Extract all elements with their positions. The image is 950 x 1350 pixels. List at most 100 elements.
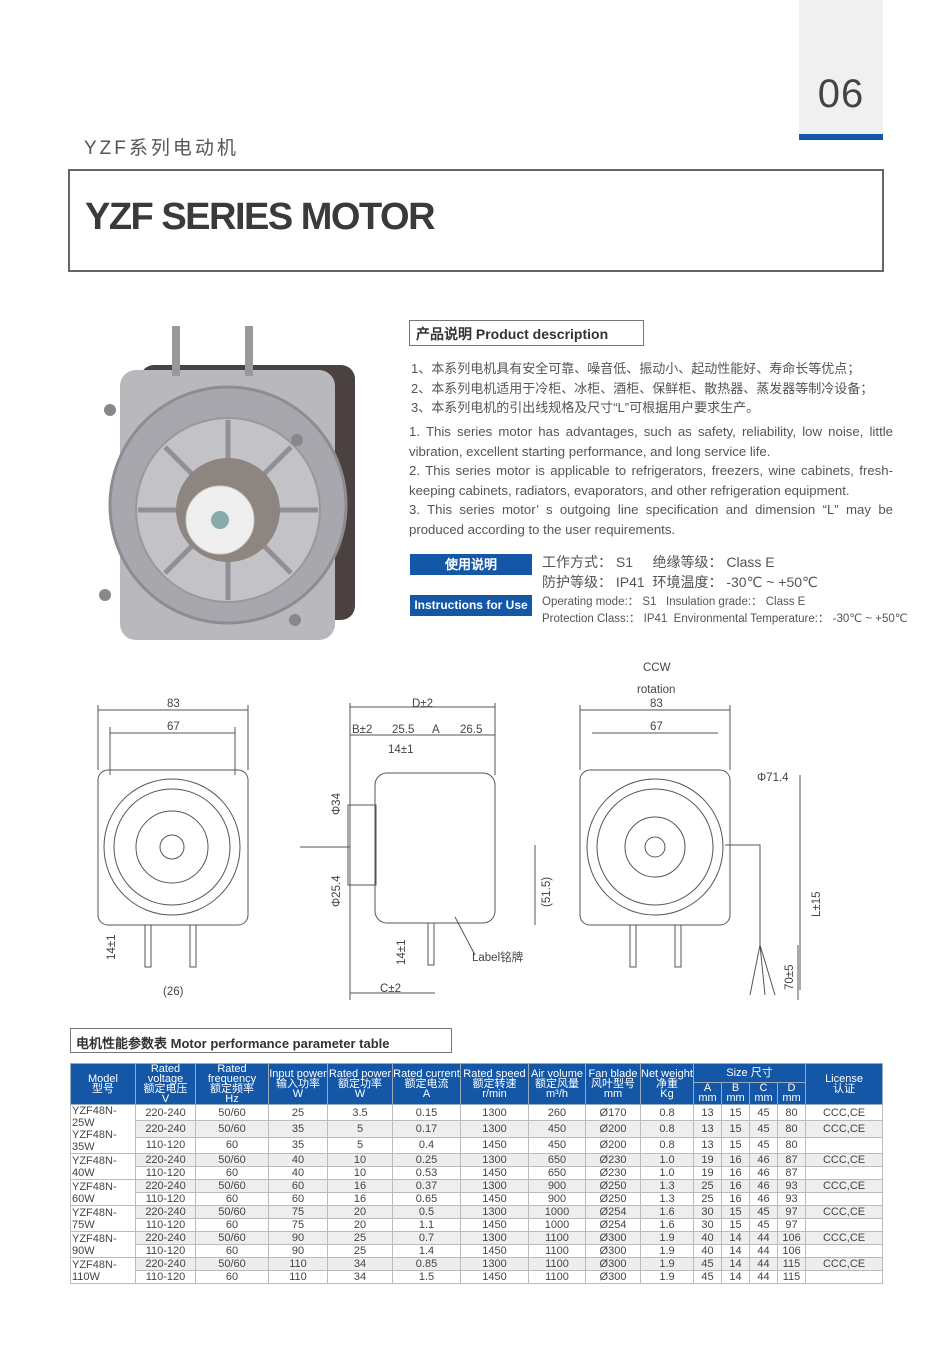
table-cell: 93 <box>776 1192 807 1206</box>
table-cell: 50/60 <box>195 1103 269 1122</box>
table-cell: 45 <box>749 1136 778 1155</box>
rotation-label: rotation <box>637 684 675 696</box>
table-cell: 46 <box>749 1153 778 1167</box>
dim-right-67: 67 <box>650 721 663 733</box>
table-cell: 220-240 <box>135 1153 196 1167</box>
table-cell: 80 <box>776 1136 807 1155</box>
table-cell: 1450 <box>460 1270 529 1284</box>
page-tab <box>799 0 883 140</box>
table-cell: 1100 <box>528 1270 586 1284</box>
table-cell: CCC,CE <box>805 1153 884 1167</box>
table-cell: 1100 <box>528 1231 586 1245</box>
table-cell: 15 <box>721 1136 750 1155</box>
table-cell: 30 <box>693 1218 722 1232</box>
ccw-label: CCW <box>643 662 671 674</box>
table-cell: 1.9 <box>640 1257 694 1271</box>
table-cell: 45 <box>749 1103 778 1122</box>
page-number: 06 <box>817 72 865 116</box>
table-cell: 46 <box>749 1179 778 1193</box>
table-cell: Ø254 <box>585 1205 641 1219</box>
table-cell: CCC,CE <box>805 1103 884 1122</box>
spec-en-line2: Protection Class:： IP41 Environmental Te… <box>542 613 908 625</box>
table-cell: 14 <box>721 1270 750 1284</box>
dim-mid-d: D±2 <box>412 698 433 710</box>
table-cell: 1100 <box>528 1257 586 1271</box>
table-cell: 16 <box>721 1153 750 1167</box>
table-cell: 3.5 <box>327 1103 393 1122</box>
table-cell: 60 <box>268 1179 328 1193</box>
front-view-left <box>97 705 249 968</box>
table-cell: 90 <box>268 1231 328 1245</box>
table-cell: 40 <box>268 1153 328 1167</box>
rear-view-right <box>579 705 801 1000</box>
table-cell: 87 <box>776 1166 807 1180</box>
table-cell: 19 <box>693 1153 722 1167</box>
table-cell: 1300 <box>460 1205 529 1219</box>
table-cell: 15 <box>721 1205 750 1219</box>
table-cell <box>805 1192 884 1206</box>
subtitle-cn: YZF系列电动机 <box>84 138 239 159</box>
table-cell: 0.4 <box>392 1136 461 1155</box>
table-cell <box>805 1270 884 1284</box>
side-view-middle <box>300 703 536 1000</box>
table-cell: 110-120 <box>135 1244 196 1258</box>
table-cell: 650 <box>528 1166 586 1180</box>
table-cell: Ø200 <box>585 1136 641 1155</box>
table-cell: 45 <box>749 1120 778 1138</box>
table-cell: 0.65 <box>392 1192 461 1206</box>
table-cell <box>805 1218 884 1232</box>
table-cell: 1450 <box>460 1136 529 1155</box>
dim-left-pin: 14±1 <box>106 935 118 961</box>
table-cell: CCC,CE <box>805 1179 884 1193</box>
table-cell: 14 <box>721 1244 750 1258</box>
table-cell: 20 <box>327 1218 393 1232</box>
dim-mid-h: (51.5) <box>541 877 553 907</box>
description-cn: 1、本系列电机具有安全可靠、噪音低、振动小、起动性能好、寿命长等优点； 2、本系… <box>411 359 891 418</box>
table-cell: 40 <box>268 1166 328 1180</box>
table-cell: 46 <box>749 1192 778 1206</box>
table-cell: 115 <box>776 1270 807 1284</box>
table-cell: 110-120 <box>135 1136 196 1155</box>
table-cell: 45 <box>749 1205 778 1219</box>
dim-mid-phi34: Φ34 <box>331 792 343 815</box>
table-cell: 1000 <box>528 1205 586 1219</box>
table-cell: 13 <box>693 1136 722 1155</box>
table-cell: 15 <box>721 1103 750 1122</box>
table-cell: 19 <box>693 1166 722 1180</box>
header-size: Size 尺寸 <box>692 1063 807 1083</box>
table-cell: 1.5 <box>392 1270 461 1284</box>
table-cell: 1.9 <box>640 1244 694 1258</box>
table-cell: 25 <box>327 1231 393 1245</box>
table-cell: 35 <box>268 1136 328 1155</box>
table-cell: 60 <box>195 1166 269 1180</box>
table-cell: 75 <box>268 1205 328 1219</box>
table-cell: 1.0 <box>640 1153 694 1167</box>
table-cell: 0.85 <box>392 1257 461 1271</box>
table-cell: 0.8 <box>640 1120 694 1138</box>
table-cell: 44 <box>749 1244 778 1258</box>
table-cell: 220-240 <box>135 1231 196 1245</box>
table-cell: CCC,CE <box>805 1257 884 1271</box>
table-cell: 16 <box>721 1166 750 1180</box>
table-cell: 115 <box>776 1257 807 1271</box>
table-cell: 110-120 <box>135 1270 196 1284</box>
table-cell: 1.0 <box>640 1166 694 1180</box>
dim-right-83: 83 <box>650 698 663 710</box>
table-cell: 35 <box>268 1120 328 1138</box>
table-cell: 60 <box>195 1218 269 1232</box>
model-cell: YZF48N-75W <box>70 1205 136 1232</box>
table-cell: 80 <box>776 1103 807 1122</box>
table-cell: 110-120 <box>135 1218 196 1232</box>
table-cell: 1450 <box>460 1244 529 1258</box>
table-cell: 5 <box>327 1120 393 1138</box>
table-cell: 45 <box>693 1257 722 1271</box>
spec-cn-line1: 工作方式： S1 绝缘等级： Class E <box>542 554 775 570</box>
